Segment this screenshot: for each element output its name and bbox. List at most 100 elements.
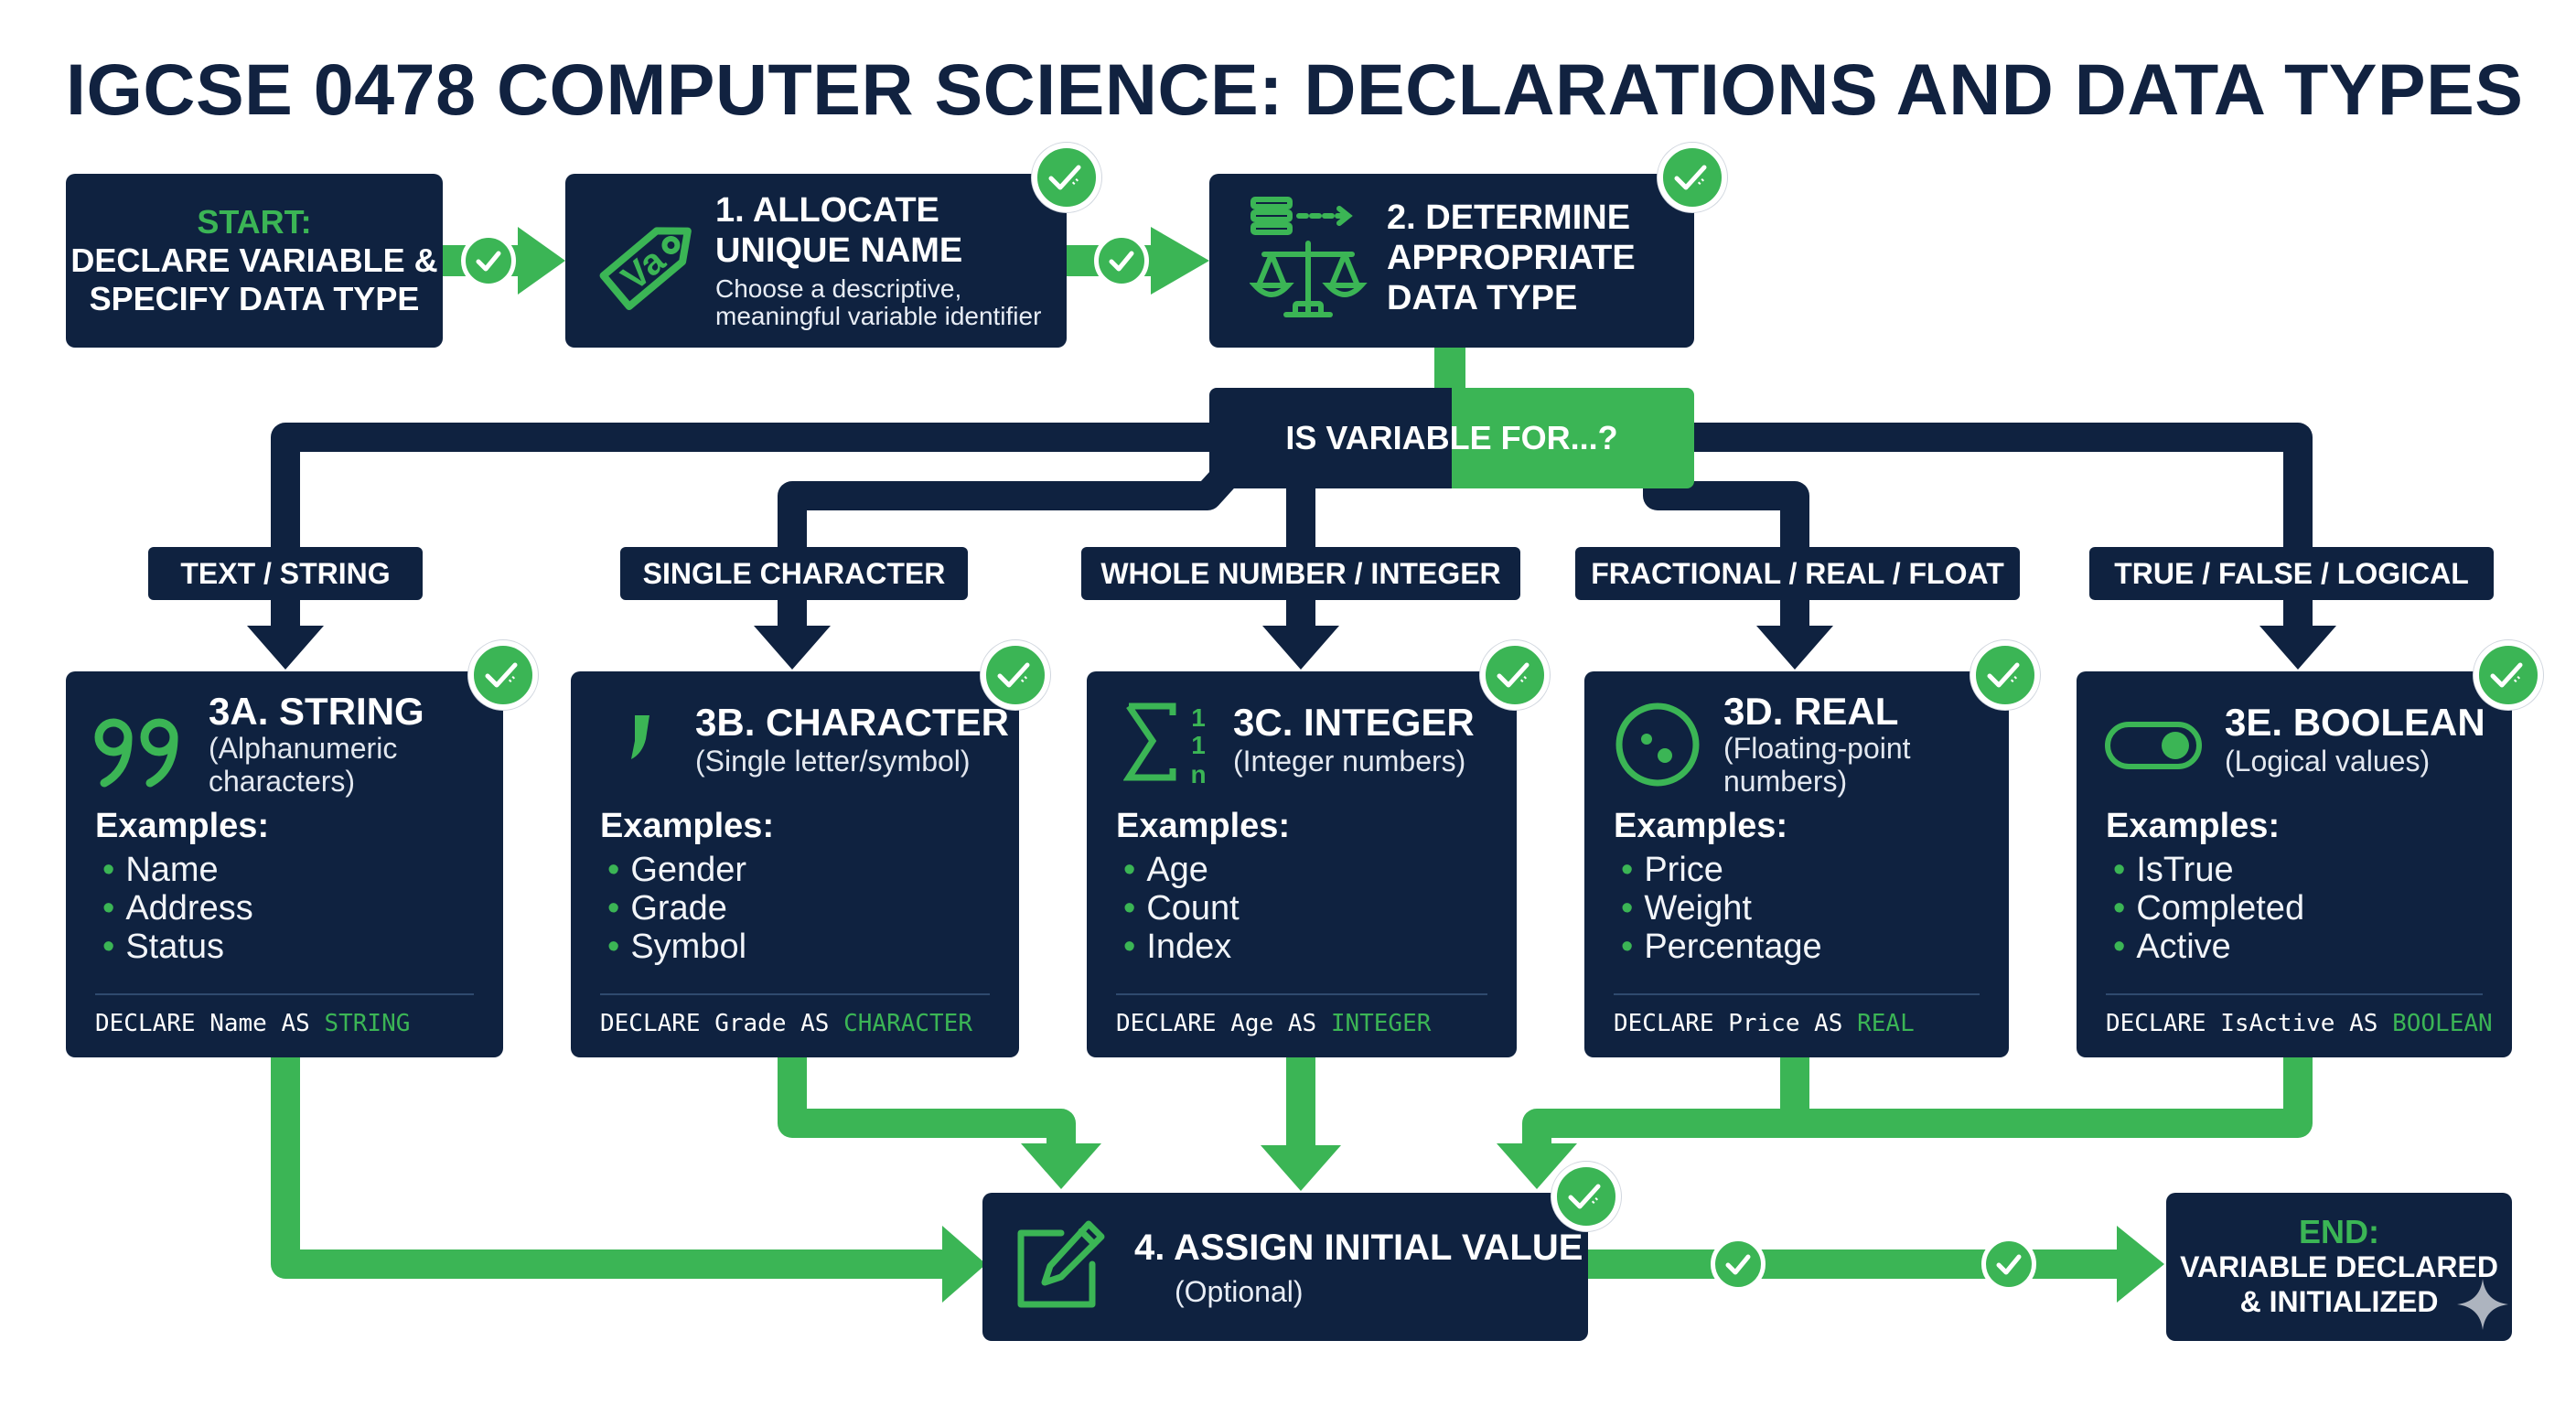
string-sub-2: characters) <box>209 765 356 798</box>
real-declaration-code: DECLARE Price AS REAL <box>1614 1010 1915 1037</box>
real-examples: •Price •Weight •Percentage <box>1621 851 1822 966</box>
check-icon <box>1711 1237 1766 1292</box>
character-examples-label: Examples: <box>600 807 775 845</box>
determine-title-3: DATA TYPE <box>1387 279 1578 317</box>
assign-sub: (Optional) <box>1175 1275 1304 1308</box>
allocate-title-2: UNIQUE NAME <box>715 231 963 270</box>
start-line-2: DECLARE VARIABLE & <box>70 241 438 279</box>
assign-title: 4. ASSIGN INITIAL VALUE <box>1134 1228 1583 1268</box>
sigma-icon: 1 1 n <box>1123 702 1207 788</box>
determine-type-node: 2. DETERMINE APPROPRIATE DATA TYPE <box>1209 174 1694 348</box>
character-sub-1: (Single letter/symbol) <box>695 745 971 778</box>
check-badge-icon <box>1658 143 1727 212</box>
string-sub-1: (Alphanumeric <box>209 732 398 765</box>
check-badge-icon <box>1032 143 1101 212</box>
svg-text:n: n <box>1190 760 1206 788</box>
check-icon <box>1981 1237 2036 1292</box>
character-title: 3B. CHARACTER <box>695 701 1010 744</box>
boolean-declaration-code: DECLARE IsActive AS BOOLEAN <box>2106 1010 2493 1037</box>
end-node: END: VARIABLE DECLARED & INITIALIZED <box>2166 1193 2512 1341</box>
list-item: •Count <box>1123 889 1240 928</box>
start-node: START: DECLARE VARIABLE & SPECIFY DATA T… <box>66 174 443 348</box>
decision-node: IS VARIABLE FOR...? <box>1209 388 1694 488</box>
diagram-title: IGCSE 0478 COMPUTER SCIENCE: DECLARATION… <box>66 48 2524 130</box>
apostrophe-icon <box>631 715 649 759</box>
branch-label-boolean: TRUE / FALSE / LOGICAL <box>2089 547 2494 600</box>
allocate-sub-2: meaningful variable identifier <box>715 302 1042 330</box>
list-item: •Index <box>1123 928 1232 966</box>
card-divider <box>1614 993 1980 995</box>
check-badge-icon <box>2474 640 2543 710</box>
allocate-title-1: 1. ALLOCATE <box>715 191 939 230</box>
list-item: •Weight <box>1621 889 1752 928</box>
list-item: •Completed <box>2113 889 2305 928</box>
allocate-name-node: Va 1. ALLOCATE UNIQUE NAME Choose a desc… <box>565 174 1067 348</box>
character-declaration-code: DECLARE Grade AS CHARACTER <box>600 1010 972 1037</box>
check-badge-icon <box>468 640 538 710</box>
branch-label-string: TEXT / STRING <box>148 547 423 600</box>
end-line-2: VARIABLE DECLARED <box>2180 1250 2498 1283</box>
real-title: 3D. REAL <box>1723 690 1899 733</box>
string-declaration-code: DECLARE Name AS STRING <box>95 1010 411 1037</box>
list-item: •Address <box>102 889 253 928</box>
quote-icon <box>94 718 178 788</box>
string-title: 3A. STRING <box>209 690 424 733</box>
string-examples-label: Examples: <box>95 807 270 845</box>
branch-label-character: SINGLE CHARACTER <box>620 547 968 600</box>
check-badge-icon <box>1970 640 2040 710</box>
check-badge-icon <box>1480 640 1550 710</box>
assign-value-node: 4. ASSIGN INITIAL VALUE (Optional) <box>982 1193 1588 1341</box>
card-divider <box>95 993 474 995</box>
card-divider <box>2106 993 2483 995</box>
sparkle-icon <box>2457 1279 2508 1330</box>
list-item: •Grade <box>607 889 727 928</box>
character-examples: •Gender •Grade •Symbol <box>607 851 746 966</box>
list-item: •Percentage <box>1621 928 1822 966</box>
determine-title-2: APPROPRIATE <box>1387 239 1636 277</box>
list-item: •Gender <box>607 851 747 889</box>
card-divider <box>600 993 990 995</box>
type-card-character: 3B. CHARACTER (Single letter/symbol) Exa… <box>571 671 1019 1057</box>
real-examples-label: Examples: <box>1614 807 1788 845</box>
boolean-examples: •IsTrue •Completed •Active <box>2113 851 2304 966</box>
list-item: •Active <box>2113 928 2231 966</box>
list-item: •Name <box>102 851 219 889</box>
svg-text:1: 1 <box>1191 703 1206 732</box>
svg-text:1: 1 <box>1191 731 1206 759</box>
integer-examples-label: Examples: <box>1116 807 1291 845</box>
decision-label: IS VARIABLE FOR...? <box>1285 419 1618 456</box>
integer-sub-1: (Integer numbers) <box>1233 745 1466 778</box>
list-item: •Status <box>102 928 225 966</box>
pencil-icon <box>1017 1220 1105 1308</box>
check-badge-icon <box>1551 1162 1621 1231</box>
toggle-icon <box>2105 722 2202 769</box>
check-icon <box>1094 233 1149 288</box>
integer-declaration-code: DECLARE Age AS INTEGER <box>1116 1010 1432 1037</box>
scales-icon <box>1250 197 1368 317</box>
tag-icon: Va <box>599 227 692 310</box>
type-card-string: 3A. STRING (Alphanumeric characters) Exa… <box>66 671 503 1057</box>
real-sub-2: numbers) <box>1723 765 1848 798</box>
start-label: START: <box>197 203 312 241</box>
integer-examples: •Age •Count •Index <box>1123 851 1240 966</box>
card-divider <box>1116 993 1487 995</box>
end-label: END: <box>2299 1213 2379 1250</box>
determine-title-1: 2. DETERMINE <box>1387 198 1631 237</box>
real-sub-1: (Floating-point <box>1723 732 1911 765</box>
string-examples: •Name •Address •Status <box>102 851 253 966</box>
type-card-boolean: 3E. BOOLEAN (Logical values) Examples: •… <box>2077 671 2512 1057</box>
check-icon <box>461 233 516 288</box>
type-card-real: 3D. REAL (Floating-point numbers) Exampl… <box>1584 671 2009 1057</box>
allocate-sub-1: Choose a descriptive, <box>715 274 962 303</box>
branch-label-real: FRACTIONAL / REAL / FLOAT <box>1575 547 2020 600</box>
boolean-examples-label: Examples: <box>2106 807 2281 845</box>
end-line-3: & INITIALIZED <box>2239 1285 2439 1318</box>
list-item: •Price <box>1621 851 1723 889</box>
type-card-integer: 1 1 n 3C. INTEGER (Integer numbers) Exam… <box>1087 671 1517 1057</box>
check-badge-icon <box>981 640 1050 710</box>
list-item: •IsTrue <box>2113 851 2234 889</box>
list-item: •Age <box>1123 851 1208 889</box>
boolean-sub-1: (Logical values) <box>2225 745 2431 778</box>
boolean-title: 3E. BOOLEAN <box>2225 701 2485 744</box>
